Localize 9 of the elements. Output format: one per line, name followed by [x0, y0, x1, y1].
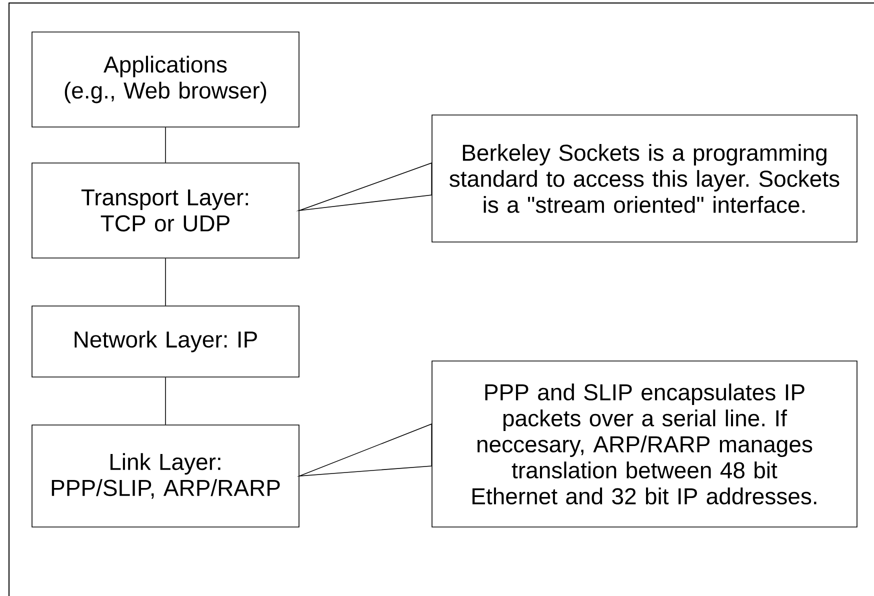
layer-box: Network Layer: IP	[32, 306, 300, 378]
callout-box: PPP and SLIP encapsulates IP packets over a serial line. If neccesary, ARP/RARP manages translation between 48 bit Ethernet and 32 bit IP addresses.	[432, 360, 858, 528]
layer-box: Applications (e.g., Web browser)	[32, 32, 300, 128]
connector-line	[165, 127, 166, 163]
connector-line	[165, 377, 166, 425]
connector-line	[165, 258, 166, 306]
callout-box: Berkeley Sockets is a programming standard to access this layer. Sockets is a "stream oriented" interface.	[432, 114, 858, 242]
layer-box: Transport Layer: TCP or UDP	[32, 162, 300, 258]
layer-box: Link Layer: PPP/SLIP, ARP/RARP	[32, 424, 300, 528]
